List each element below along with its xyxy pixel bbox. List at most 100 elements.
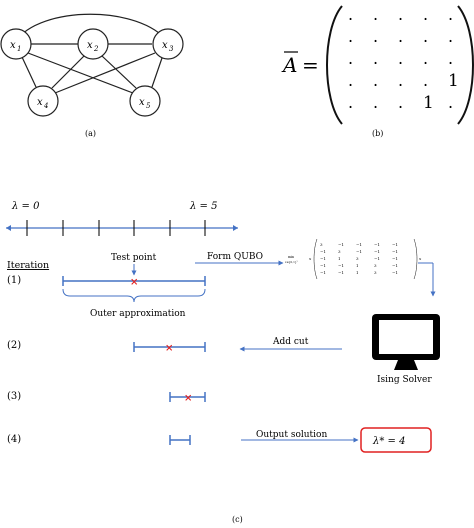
qubo-cell-r0-c4: −1: [392, 242, 398, 247]
node-x2: x 2: [77, 28, 109, 60]
iteration-2-label: (2): [7, 340, 21, 351]
qubo-cell-r1-c4: −1: [392, 249, 398, 254]
qubo-cell-r2-c2: 3: [356, 256, 359, 261]
lambda-start-label: λ = 0: [11, 201, 40, 212]
caption-b: (b): [372, 129, 383, 138]
matrix-cell-r0-c2: .: [398, 5, 403, 24]
qubo-cell-r1-c1: 3: [338, 249, 341, 254]
interval-1: ×: [62, 276, 206, 288]
matrix-equals: =: [302, 53, 319, 77]
node-x5-sub: 5: [146, 102, 151, 110]
edge-x2-x4: [51, 55, 85, 89]
interval-4: [169, 435, 191, 445]
matrix-cell-r2-c0: .: [348, 49, 353, 68]
qubo-cell-r0-c0: 3: [320, 242, 323, 247]
qubo-cell-r2-c0: −1: [320, 256, 326, 261]
test-point-label: Test point: [111, 253, 157, 263]
test-point-marker-2: ×: [165, 343, 173, 354]
matrix-cell-r2-c1: .: [373, 49, 378, 68]
edge-x2-x5: [101, 55, 137, 89]
node-x3: x 3: [152, 28, 184, 60]
matrix-cell-r3-c4: 1: [448, 71, 459, 91]
outer-approx-brace: [62, 288, 206, 303]
qubo-cell-r3-c3: 3: [374, 263, 377, 268]
edge-x1-x3: [14, 13, 169, 43]
matrix-cell-r1-c3: .: [423, 27, 428, 46]
interval-3: ×: [169, 392, 206, 404]
output-solution-label: Output solution: [256, 430, 327, 440]
qubo-cell-r3-c2: 1: [356, 263, 359, 268]
matrix-cell-r3-c2: .: [398, 71, 403, 90]
result-box: λ* = 4: [360, 427, 432, 453]
matrix-cell-r1-c0: .: [348, 27, 353, 46]
node-x3-sub: 3: [169, 45, 174, 53]
qubo-cell-r1-c3: −1: [374, 249, 380, 254]
node-x4-label: x: [37, 97, 43, 108]
iteration-4-label: (4): [7, 434, 21, 445]
number-line: [6, 220, 238, 236]
iteration-1-label: (1): [7, 275, 21, 286]
iteration-3-label: (3): [7, 391, 21, 402]
left-paren: [326, 5, 343, 125]
panel-a-graph: x 1 x 2 x 3 x 4 x 5 (a): [0, 13, 184, 138]
add-cut-label: Add cut: [272, 337, 309, 347]
node-x2-sub: 2: [93, 45, 99, 53]
matrix-cell-r3-c0: .: [348, 71, 353, 90]
qubo-xT: x: [309, 256, 312, 261]
edge-x3-x4: [54, 52, 156, 94]
matrix-cells: ...................1...1.: [348, 5, 459, 113]
qubo-cell-r3-c4: −1: [392, 263, 398, 268]
outer-approx-label: Outer approximation: [90, 309, 186, 319]
test-point-marker-3: ×: [184, 393, 192, 404]
node-x2-label: x: [87, 40, 93, 51]
edge-x3-x5: [151, 57, 163, 88]
matrix-cell-r0-c1: .: [373, 5, 378, 24]
matrix-cell-r3-c1: .: [373, 71, 378, 90]
node-x1: x 1: [0, 28, 32, 60]
qubo-cell-r4-c3: 3: [374, 270, 377, 275]
qubo-cell-r1-c2: −1: [356, 249, 362, 254]
right-paren: [457, 5, 474, 125]
lambda-end-label: λ = 5: [189, 201, 217, 212]
qubo-cell-r4-c4: −1: [392, 270, 398, 275]
matrix-cell-r4-c4: .: [448, 93, 453, 112]
qubo-cell-r0-c2: −1: [356, 242, 362, 247]
matrix-cell-r1-c1: .: [373, 27, 378, 46]
qubo-cell-r3-c1: −1: [338, 263, 344, 268]
qubo-cell-r0-c3: −1: [374, 242, 380, 247]
caption-c: (c): [232, 515, 243, 524]
node-x5-label: x: [139, 97, 145, 108]
qubo-cell-r4-c1: −1: [338, 270, 344, 275]
qubo-cell-r4-c2: 1: [356, 270, 359, 275]
node-x4-sub: 4: [43, 102, 48, 110]
matrix-cell-r4-c1: .: [373, 93, 378, 112]
node-x3-label: x: [162, 40, 168, 51]
node-x4: x 4: [27, 85, 59, 117]
matrix-cell-r4-c2: .: [398, 93, 403, 112]
form-qubo-label: Form QUBO: [207, 252, 263, 262]
edge-x1-x4: [21, 56, 37, 88]
caption-a: (a): [85, 129, 96, 138]
node-x1-sub: 1: [17, 45, 21, 53]
panel-b-matrix: A = ...................1...1. (b): [281, 5, 474, 138]
qubo-cell-r2-c1: 1: [338, 256, 341, 261]
matrix-cell-r2-c3: .: [423, 49, 428, 68]
interval-2: ×: [133, 342, 206, 354]
matrix-cell-r2-c2: .: [398, 49, 403, 68]
result-value: λ* = 4: [372, 436, 405, 447]
matrix-cell-r4-c0: .: [348, 93, 353, 112]
matrix-cell-r1-c2: .: [398, 27, 403, 46]
matrix-cell-r0-c3: .: [423, 5, 428, 24]
edge-x1-x5: [27, 52, 134, 94]
ising-solver-label: Ising Solver: [377, 375, 432, 385]
iteration-heading: Iteration: [7, 260, 49, 271]
matrix-lhs: A: [281, 53, 297, 77]
ising-solver-monitor-icon: [372, 314, 440, 370]
matrix-cell-r0-c4: .: [448, 5, 453, 24]
qubo-cell-r4-c0: −1: [320, 270, 326, 275]
qubo-cell-r1-c0: −1: [320, 249, 326, 254]
panel-c-algorithm: λ = 0 λ = 5 Iteration (1) (2) (3) (4) Te…: [6, 201, 440, 524]
